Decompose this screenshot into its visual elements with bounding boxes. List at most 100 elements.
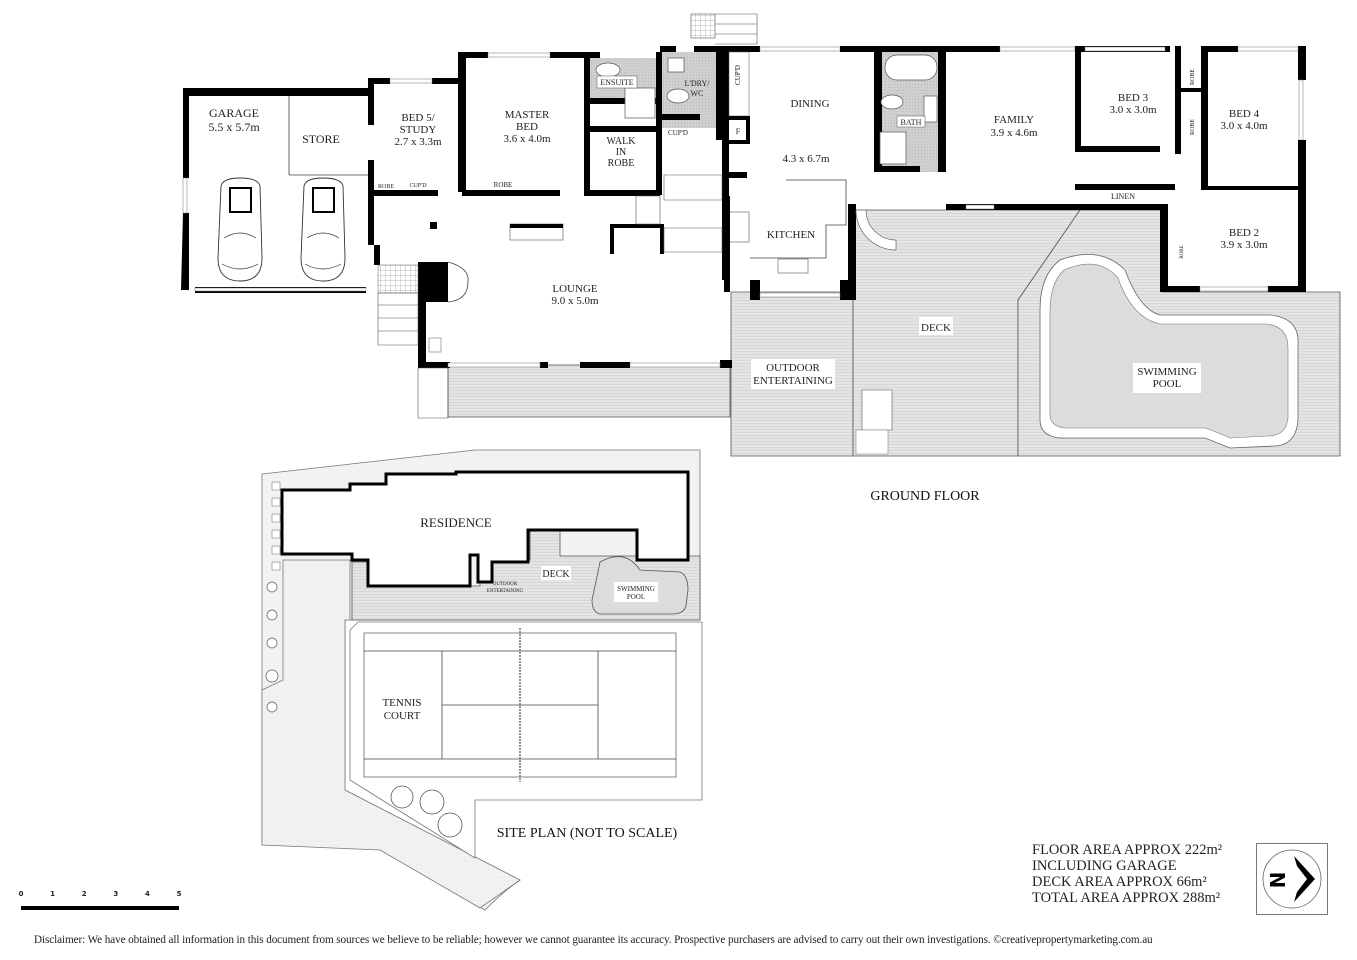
cupboard-label: CUP'D [668,129,688,137]
ground-floor-title: GROUND FLOOR [870,489,980,504]
pool-label: SWIMMING [1137,366,1196,378]
dining-window [759,46,841,52]
robe-label: ROBE [494,181,513,189]
bed3-window [1084,46,1166,52]
bed2-window [1199,286,1269,292]
sink-icon [428,337,442,353]
bed4-size: 3.0 x 4.0m [1220,120,1268,132]
site-outdoor-label: OUTDOOR [493,582,518,587]
pool-water [1049,263,1289,439]
scale-tick: 2 [81,890,87,898]
tree-icon [419,789,445,815]
ensuite-shower [624,87,656,119]
master-bed-size: 3.6 x 4.0m [503,133,551,145]
site-outdoor-label-2: ENTERTAINING [487,589,524,594]
toilet-icon [880,94,904,110]
family-window [999,46,1076,52]
garage-window [182,177,188,214]
laundry-step-landing [690,13,716,39]
walk-in-robe-label-2: IN [616,147,627,158]
shrub-icon [266,701,278,713]
scale-tick: 1 [50,890,56,898]
including-garage: INCLUDING GARAGE [1032,858,1177,874]
site-plan: RESIDENCE DECK OUTDOOR ENTERTAINING SWIM… [261,449,703,911]
master-window [487,52,551,58]
front-deck [447,364,731,418]
lounge-window [629,362,721,368]
area-summary: FLOOR AREA APPROX 222m² INCLUDING GARAGE… [1032,842,1222,906]
scale-tick: 5 [176,890,182,898]
site-pool-label-2: POOL [627,593,645,601]
cooktop-icon [728,211,750,243]
residence-label: RESIDENCE [420,515,492,530]
family-size: 3.9 x 4.6m [990,127,1038,139]
entry-landing [377,264,419,294]
cupboard-label: CUP'D [409,183,427,189]
tree-icon [390,785,414,809]
north-arrow-icon: N [1262,849,1322,909]
lounge-size: 9.0 x 5.0m [551,295,599,307]
deck-area: DECK AREA APPROX 66m² [1032,874,1207,890]
walk-in-robe-label-3: ROBE [608,158,635,169]
lounge-label: LOUNGE [552,283,597,295]
kitchen-label: KITCHEN [767,229,815,241]
north-arrow: N [1256,843,1328,915]
garage-size: 5.5 x 5.7m [208,120,260,134]
laundry-tub-icon [667,57,685,73]
laundry-label: L'DRY/ [685,79,711,88]
kitchen-sink-icon [777,258,809,274]
bed4-label: BED 4 [1229,108,1260,120]
dining-size: 4.3 x 6.7m [782,153,830,165]
garage-label: GARAGE [209,106,259,120]
bath-label: BATH [901,118,922,127]
ground-floor-plan: GARAGE 5.5 x 5.7m STORE BED 5/ STUDY 2.7… [181,13,1341,504]
total-area: TOTAL AREA APPROX 288m² [1032,890,1221,906]
bath-shower [879,131,907,165]
family-label: FAMILY [994,114,1034,126]
bed4-side-window [1298,79,1304,141]
tennis-court-label: TENNIS [382,697,421,709]
car-icon [217,177,263,282]
garage-door[interactable] [194,287,367,292]
bed5-window [389,78,433,84]
bed5-label-2: STUDY [400,124,437,136]
bed4-window [1237,46,1299,52]
outdoor-entertaining-label-2: ENTERTAINING [753,375,833,387]
driveway [261,559,521,909]
robe-label: ROBE [378,184,394,190]
sliding-door[interactable] [965,204,995,210]
bed3-label: BED 3 [1118,92,1149,104]
shrub-icon [265,669,279,683]
disclaimer: Disclaimer: We have obtained all informa… [34,934,1153,946]
shrub-icon [266,609,278,621]
pool-label-2: POOL [1153,378,1182,390]
site-pool-label: SWIMMING [617,585,655,593]
deck-label: DECK [921,322,951,334]
store-label: STORE [302,132,340,146]
vanity-icon [923,95,938,123]
scale-tick: 4 [144,890,150,898]
car-icon [300,177,346,282]
linen-label: LINEN [1111,192,1135,201]
column [430,222,437,229]
outdoor-entertaining-label: OUTDOOR [766,362,820,374]
tennis-court-label-2: COURT [384,710,421,722]
bed2-label: BED 2 [1229,227,1259,239]
bed5-size: 2.7 x 3.3m [394,136,442,148]
site-plan-title: SITE PLAN (NOT TO SCALE) [497,826,678,841]
shrub-icon [266,637,278,649]
floor-area: FLOOR AREA APPROX 222m² [1032,842,1223,858]
master-bed-label-2: BED [516,121,538,133]
scale-bar-line [21,906,179,910]
kitchen-window [759,292,841,298]
robe-label: ROBE [1180,245,1185,258]
fridge-label: F [736,127,741,136]
toilet-icon [666,88,690,104]
dining-label: DINING [790,98,829,110]
toilet-icon [595,62,621,78]
site-deck-label: DECK [542,569,570,580]
shrub-icon [266,581,278,593]
ensuite-label: ENSUITE [600,78,633,87]
master-bed-label: MASTER [505,109,550,121]
